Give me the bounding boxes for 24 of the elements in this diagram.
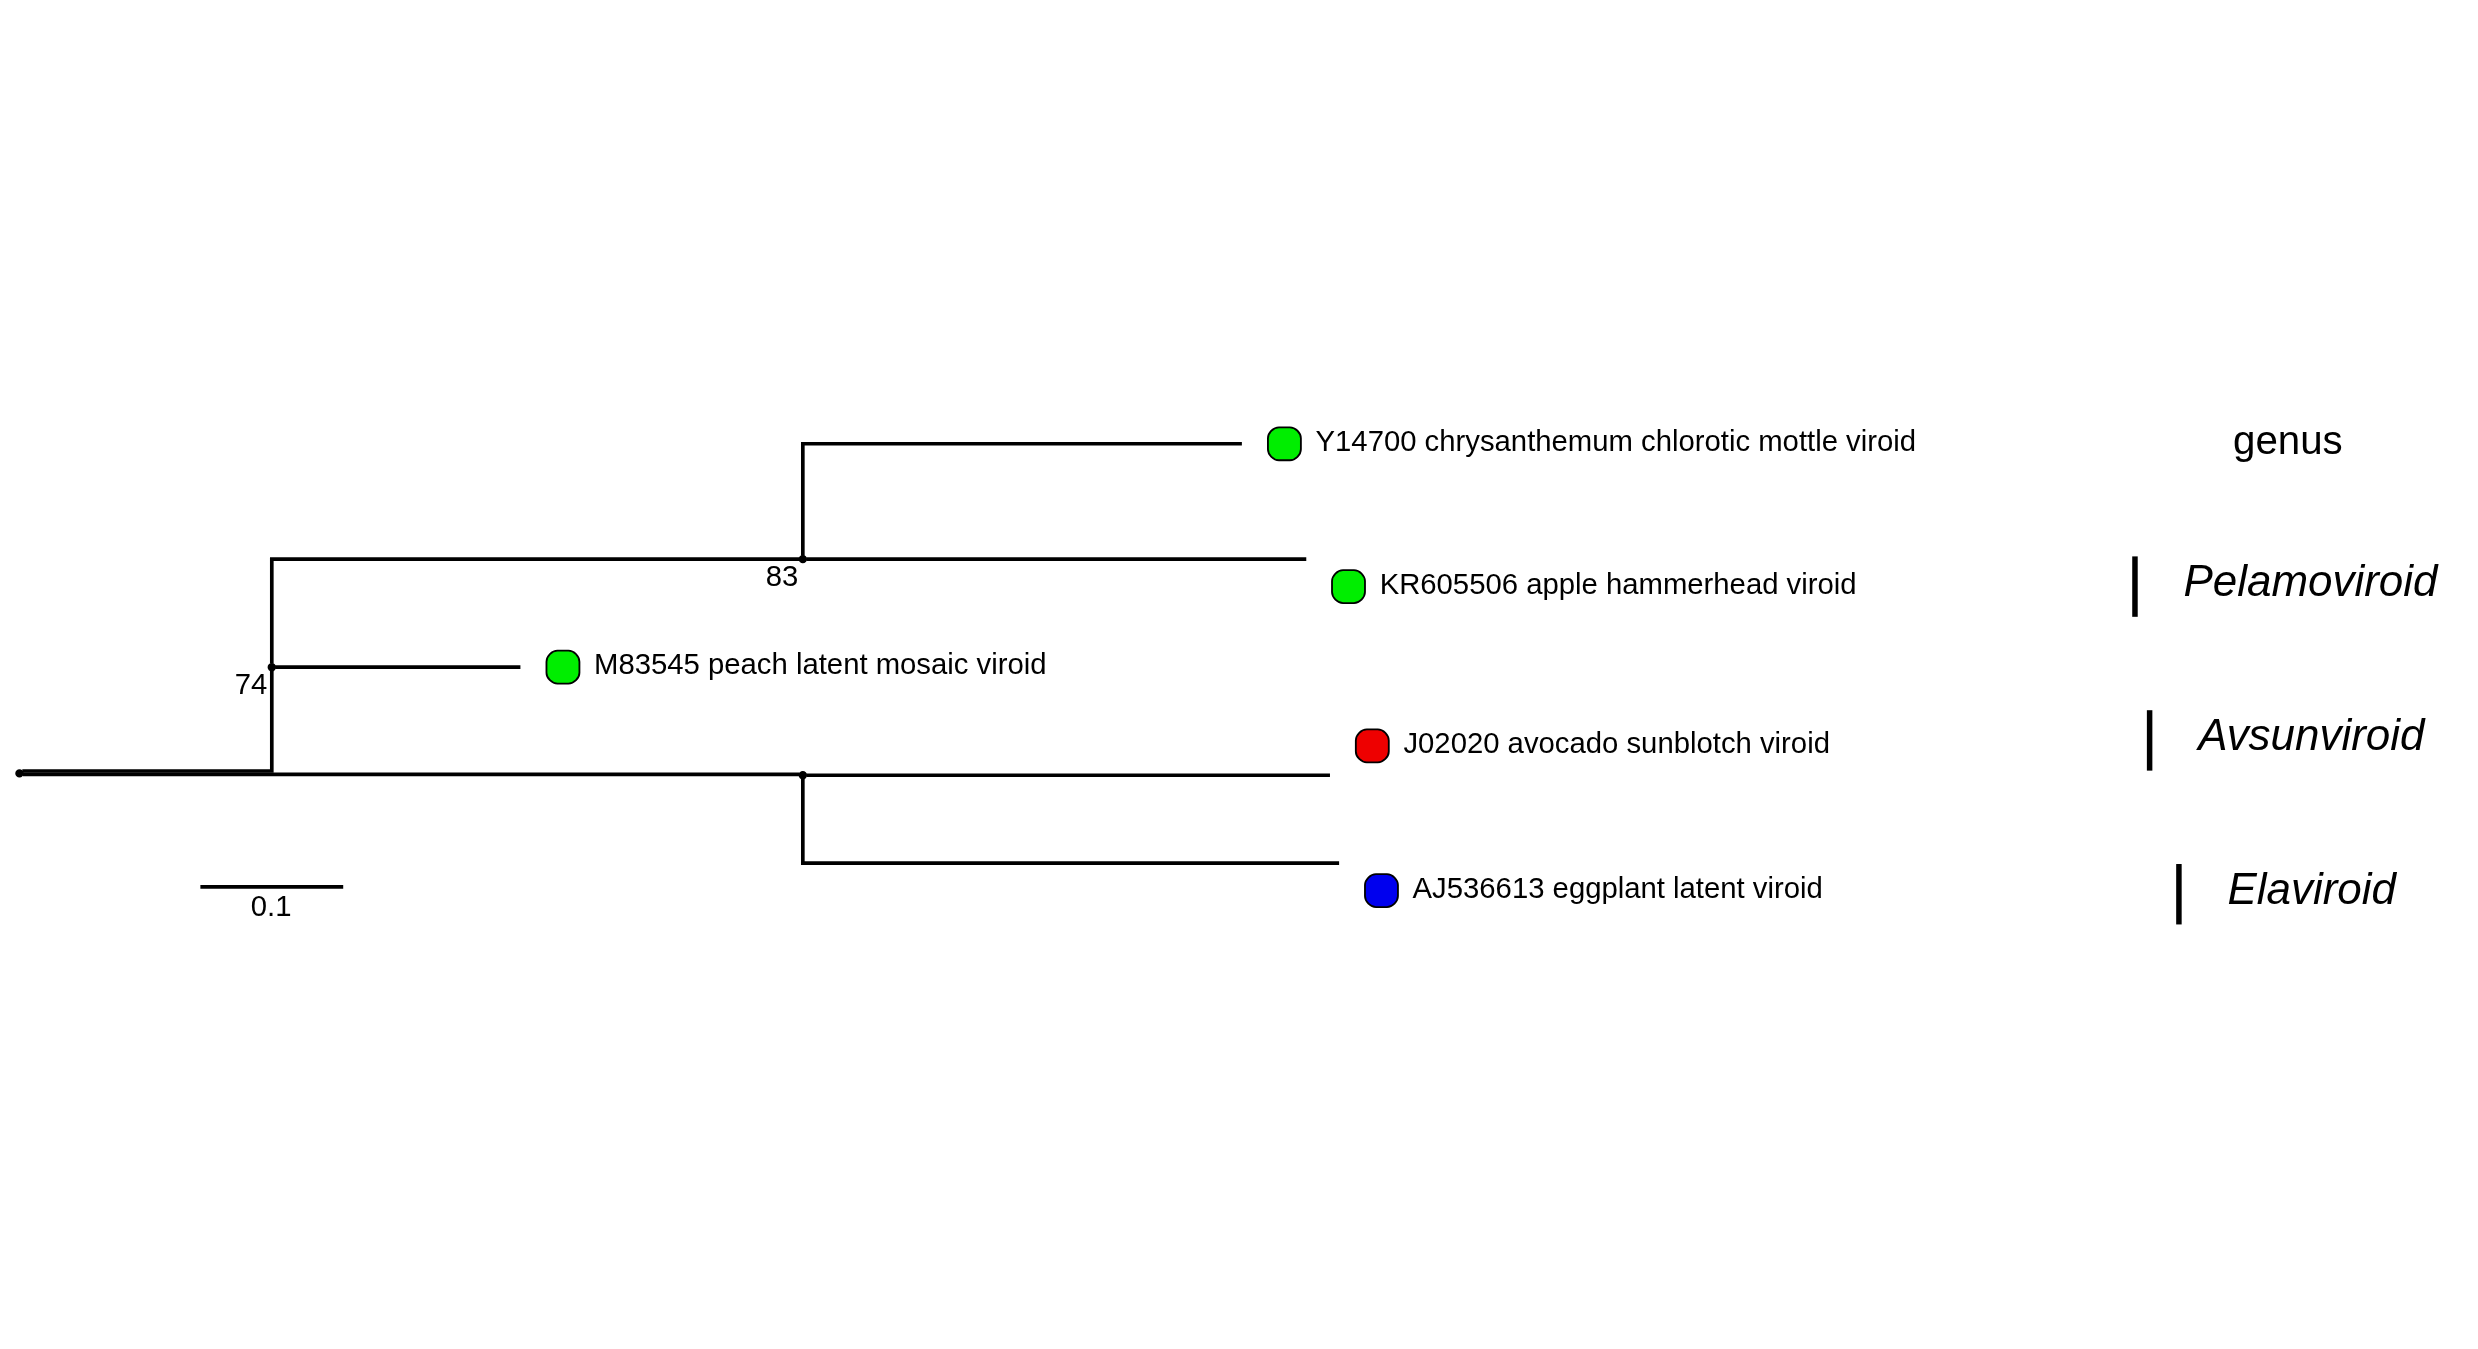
node-point — [15, 769, 24, 778]
node-point — [798, 554, 808, 564]
connector — [806, 773, 1330, 778]
node-point — [798, 771, 808, 780]
node-label: M83545 peach latent mosaic viroid — [594, 647, 1047, 681]
connector — [275, 665, 521, 669]
label: Elaviroid — [2227, 863, 2396, 913]
node-point — [267, 662, 276, 672]
connector — [22, 772, 800, 777]
node-label: Y14700 chrysanthemum chlorotic mottle viroid — [1315, 423, 1917, 457]
connector — [806, 557, 1307, 561]
label: 0.1 — [250, 888, 292, 922]
label: genus — [2233, 418, 2343, 464]
node-label: AJ536613 eggplant latent viroid — [1412, 870, 1823, 904]
node-label: 83 — [765, 558, 799, 592]
label: Avsunviroid — [2198, 709, 2425, 759]
node-label: 74 — [234, 666, 268, 700]
label: Pelamoviroid — [2183, 556, 2438, 606]
connector — [22, 670, 274, 773]
connector — [801, 779, 1340, 865]
node-label: KR605506 apple hammerhead viroid — [1379, 566, 1857, 600]
node-label: J02020 avocado sunblotch viroid — [1403, 725, 1830, 759]
connector — [801, 441, 1242, 556]
connector — [269, 557, 800, 664]
